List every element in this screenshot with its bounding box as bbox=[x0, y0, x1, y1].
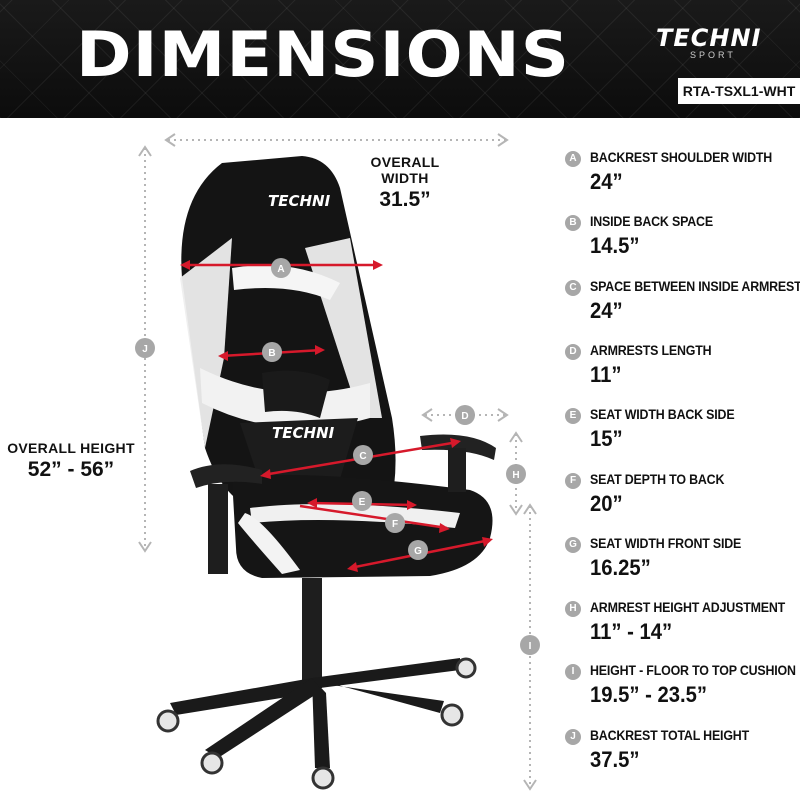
spec-value: 16.25” bbox=[590, 555, 651, 580]
overall-width-label: OVERALL WIDTH bbox=[370, 154, 440, 186]
spec-item-c: C SPACE BETWEEN INSIDE ARMRESTS 24” bbox=[565, 279, 800, 339]
badge-g-letter: G bbox=[414, 546, 422, 557]
overall-width-value: 31.5” bbox=[379, 188, 431, 211]
badge-b: B bbox=[262, 342, 282, 362]
spec-value: 37.5” bbox=[590, 747, 640, 772]
header-banner: DIMENSIONS TECHNI SPORT RTA-TSXL1-WHT bbox=[0, 0, 800, 118]
chair-illustration: J TECHNI TECHNI bbox=[135, 133, 540, 791]
badge-b-letter: B bbox=[268, 348, 275, 359]
spec-bullet: F bbox=[565, 473, 581, 489]
spec-value: 24” bbox=[590, 298, 623, 323]
spec-bullet: E bbox=[565, 408, 581, 424]
spec-item-b: B INSIDE BACK SPACE 14.5” bbox=[565, 214, 800, 274]
spec-value: 19.5” - 23.5” bbox=[590, 682, 708, 707]
spec-item-j: J BACKREST TOTAL HEIGHT 37.5” bbox=[565, 728, 800, 788]
spec-value: 11” bbox=[590, 362, 622, 387]
spec-label: BACKREST SHOULDER WIDTH bbox=[590, 150, 773, 165]
badge-e-letter: E bbox=[359, 497, 366, 508]
badge-c-letter: C bbox=[359, 451, 366, 462]
spec-label: ARMREST HEIGHT ADJUSTMENT bbox=[590, 600, 786, 615]
spec-bullet: J bbox=[565, 729, 581, 745]
page-title: DIMENSIONS bbox=[76, 18, 571, 91]
brand-logo-main: TECHNI bbox=[656, 24, 762, 52]
spec-bullet: D bbox=[565, 344, 581, 360]
chair-base bbox=[156, 578, 477, 790]
spec-label: INSIDE BACK SPACE bbox=[590, 214, 713, 229]
spec-bullet: A bbox=[565, 151, 581, 167]
badge-e: E bbox=[352, 491, 372, 511]
spec-item-e: E SEAT WIDTH BACK SIDE 15” bbox=[565, 407, 800, 467]
badge-f-letter: F bbox=[392, 519, 398, 530]
spec-value: 14.5” bbox=[590, 233, 640, 258]
spec-value: 24” bbox=[590, 169, 623, 194]
brand-logo: TECHNI SPORT bbox=[656, 24, 780, 68]
spec-item-a: A BACKREST SHOULDER WIDTH 24” bbox=[565, 150, 800, 210]
chair-lumbar-logo: TECHNI bbox=[272, 424, 335, 442]
badge-a-letter: A bbox=[277, 264, 284, 275]
badge-j: J bbox=[135, 338, 155, 358]
chair-backrest-logo: TECHNI bbox=[268, 192, 331, 210]
spec-bullet: I bbox=[565, 664, 581, 680]
badge-f: F bbox=[385, 513, 405, 533]
brand-logo-sub: SPORT bbox=[690, 50, 736, 60]
badge-d-letter: D bbox=[461, 411, 468, 422]
spec-item-h: H ARMREST HEIGHT ADJUSTMENT 11” - 14” bbox=[565, 600, 800, 660]
sku-label: RTA-TSXL1-WHT bbox=[678, 78, 800, 104]
spec-item-g: G SEAT WIDTH FRONT SIDE 16.25” bbox=[565, 536, 800, 596]
overall-width-arrow bbox=[164, 133, 509, 147]
overall-height-label: OVERALL HEIGHT bbox=[7, 440, 135, 456]
spec-label: BACKREST TOTAL HEIGHT bbox=[590, 728, 749, 743]
dimension-diagram: J TECHNI TECHNI bbox=[0, 118, 800, 800]
spec-bullet: C bbox=[565, 280, 581, 296]
spec-label: SEAT DEPTH TO BACK bbox=[590, 472, 725, 487]
grey-dotted-arrows bbox=[421, 408, 537, 791]
badge-a: A bbox=[271, 258, 291, 278]
spec-label: SPACE BETWEEN INSIDE ARMRESTS bbox=[590, 279, 800, 294]
measurement-arrows bbox=[180, 260, 493, 572]
spec-value: 11” - 14” bbox=[590, 619, 673, 644]
spec-label: SEAT WIDTH FRONT SIDE bbox=[590, 536, 742, 551]
spec-bullet: H bbox=[565, 601, 581, 617]
spec-value: 15” bbox=[590, 426, 623, 451]
spec-label: ARMRESTS LENGTH bbox=[590, 343, 712, 358]
spec-item-d: D ARMRESTS LENGTH 11” bbox=[565, 343, 800, 403]
spec-item-i: I HEIGHT - FLOOR TO TOP CUSHION 19.5” - … bbox=[565, 663, 800, 723]
spec-label: HEIGHT - FLOOR TO TOP CUSHION bbox=[590, 663, 796, 678]
overall-height: OVERALL HEIGHT 52” - 56” bbox=[6, 440, 136, 482]
overall-height-arrow bbox=[138, 145, 152, 553]
spec-label: SEAT WIDTH BACK SIDE bbox=[590, 407, 735, 422]
badge-d: D bbox=[455, 405, 475, 425]
overall-width: OVERALL WIDTH 31.5” bbox=[345, 154, 465, 212]
badge-i-letter: I bbox=[529, 641, 532, 652]
overall-height-value: 52” - 56” bbox=[27, 458, 115, 481]
badge-g: G bbox=[408, 540, 428, 560]
spec-value: 20” bbox=[590, 491, 623, 516]
badge-j-letter: J bbox=[142, 344, 148, 355]
quilted-leather-background bbox=[0, 0, 800, 118]
spec-bullet: B bbox=[565, 215, 581, 231]
badge-h: H bbox=[506, 464, 526, 484]
badge-i: I bbox=[520, 635, 540, 655]
chair-armrests bbox=[190, 434, 496, 574]
spec-item-f: F SEAT DEPTH TO BACK 20” bbox=[565, 472, 800, 532]
badge-h-letter: H bbox=[512, 470, 519, 481]
spec-bullet: G bbox=[565, 537, 581, 553]
badge-c: C bbox=[353, 445, 373, 465]
